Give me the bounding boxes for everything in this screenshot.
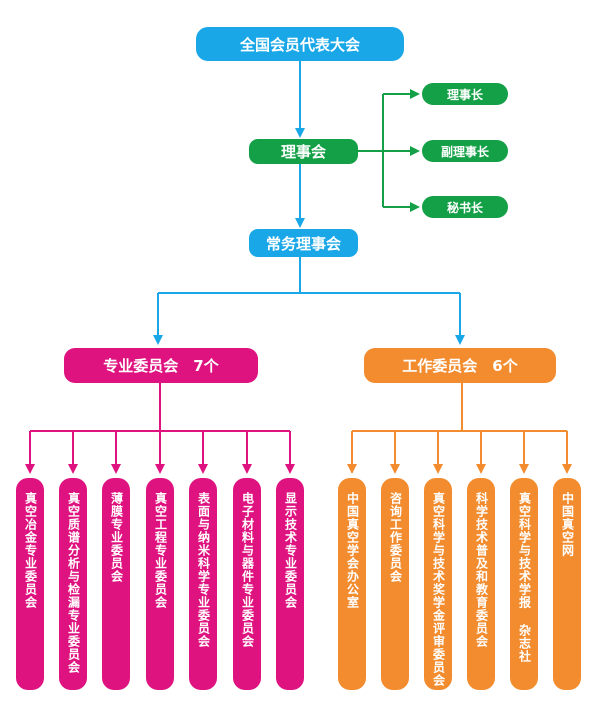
working-committees-label: 工作委员会 6个 <box>402 357 518 375</box>
working-item: 科学技术普及和教育委员会 <box>467 478 495 690</box>
professional-item-label: 表面与纳米科学专业委员会 <box>196 492 211 648</box>
professional-item: 表面与纳米科学专业委员会 <box>189 478 217 690</box>
standing-council-label: 常务理事会 <box>265 234 341 253</box>
professional-item-label: 真空工程专业委员会 <box>153 492 168 609</box>
officer-connectors <box>358 89 420 212</box>
professional-item: 真空冶金专业委员会 <box>16 478 44 690</box>
working-item-label: 科学技术普及和教育委员会 <box>474 492 489 648</box>
national-assembly-node: 全国会员代表大会 <box>196 27 404 61</box>
working-item: 真空科学与技术学报 杂志社 <box>510 478 538 690</box>
professional-committees-node: 专业委员会 7个 <box>64 348 258 383</box>
working-connectors <box>347 383 572 474</box>
officer-chairman-label: 理事长 <box>446 87 483 102</box>
working-item-label: 真空科学与技术学报 杂志社 <box>517 492 532 663</box>
council-label: 理事会 <box>280 143 326 161</box>
professional-item-label: 显示技术专业委员会 <box>283 492 298 609</box>
professional-item: 真空质谱分析与检漏专业委员会 <box>59 478 87 690</box>
professional-item: 电子材料与器件专业委员会 <box>233 478 261 690</box>
professional-item-label: 电子材料与器件专业委员会 <box>240 492 255 648</box>
professional-item: 薄膜专业委员会 <box>102 478 130 690</box>
professional-connectors <box>25 383 295 474</box>
professional-item-label: 薄膜专业委员会 <box>109 492 124 583</box>
working-item-label: 咨询工作委员会 <box>388 492 403 583</box>
professional-item-label: 真空冶金专业委员会 <box>23 492 38 609</box>
working-item: 咨询工作委员会 <box>381 478 409 690</box>
professional-item: 显示技术专业委员会 <box>276 478 304 690</box>
working-committees-node: 工作委员会 6个 <box>364 348 556 383</box>
officer-vice-chairman-node: 副理事长 <box>422 140 508 162</box>
professional-committees-label: 专业委员会 7个 <box>103 357 219 375</box>
working-item: 中国真空学会办公室 <box>338 478 366 690</box>
professional-item: 真空工程专业委员会 <box>146 478 174 690</box>
standing-connectors <box>153 257 465 345</box>
working-item-label: 中国真空网 <box>560 492 575 557</box>
officer-chairman-node: 理事长 <box>422 83 508 105</box>
standing-council-node: 常务理事会 <box>249 229 358 257</box>
officer-secretary-general-node: 秘书长 <box>422 196 508 218</box>
officer-vice-chairman-label: 副理事长 <box>440 144 489 159</box>
working-item-label: 真空科学与技术奖学金评审委员会 <box>431 492 446 687</box>
professional-item-label: 真空质谱分析与检漏专业委员会 <box>66 492 81 674</box>
working-item-label: 中国真空学会办公室 <box>345 492 360 609</box>
officer-secretary-general-label: 秘书长 <box>446 200 483 215</box>
working-item: 中国真空网 <box>553 478 581 690</box>
national-assembly-label: 全国会员代表大会 <box>239 35 360 54</box>
working-item: 真空科学与技术奖学金评审委员会 <box>424 478 452 690</box>
council-node: 理事会 <box>249 139 358 164</box>
